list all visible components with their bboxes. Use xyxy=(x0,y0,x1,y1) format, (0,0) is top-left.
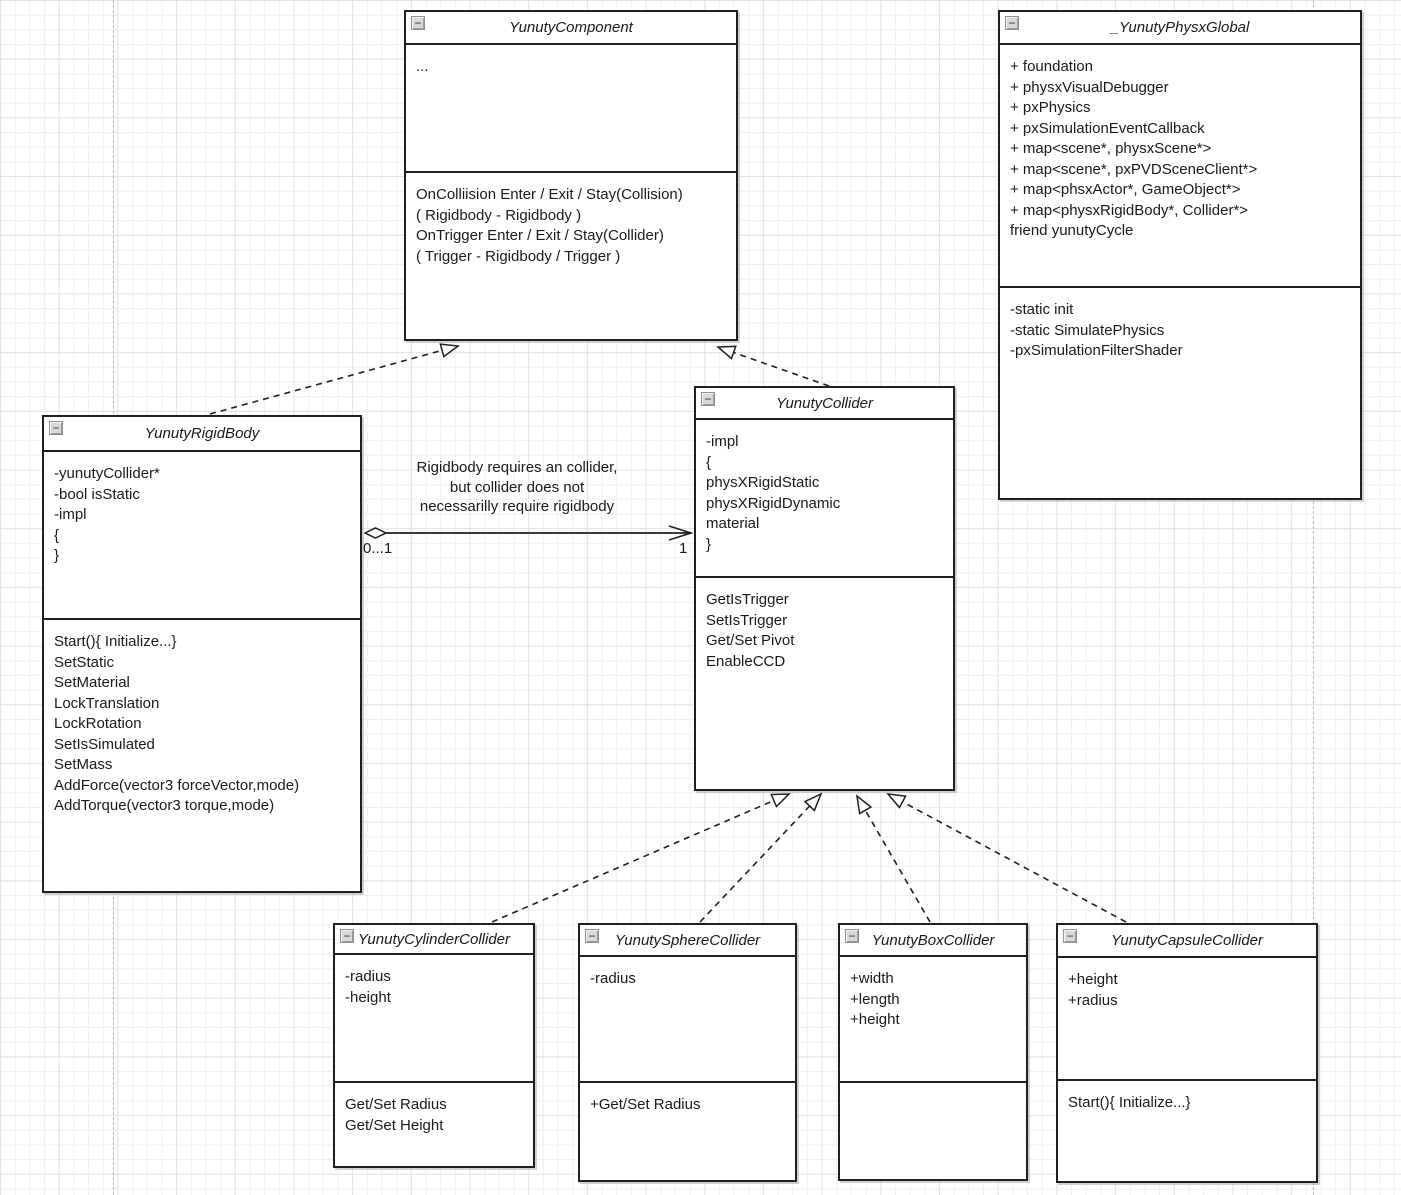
class-yunuty-rigid-body[interactable]: − YunutyRigidBody -yunutyCollider* -bool… xyxy=(42,415,362,893)
generalization-collider-to-component[interactable] xyxy=(716,345,830,387)
class-attributes: -yunutyCollider* -bool isStatic -impl { … xyxy=(44,452,360,620)
collapse-icon[interactable]: − xyxy=(1063,929,1077,943)
class-yunuty-box-collider[interactable]: − YunutyBoxCollider +width +length +heig… xyxy=(838,923,1028,1181)
class-title: _YunutyPhysxGlobal xyxy=(1110,19,1250,36)
class-methods: -static init -static SimulatePhysics -px… xyxy=(1010,301,1183,359)
generalization-box-to-collider[interactable] xyxy=(855,794,931,923)
collapse-icon[interactable]: − xyxy=(49,421,63,435)
class-attributes: +height +radius xyxy=(1058,958,1316,1081)
class-title: YunutyCollider xyxy=(776,394,873,412)
class-yunuty-cylinder-collider[interactable]: − YunutyCylinderCollider -radius -height… xyxy=(333,923,535,1168)
association-note: Rigidbody requires an collider, but coll… xyxy=(416,459,618,515)
class-yunuty-sphere-collider[interactable]: − YunutySphereCollider -radius +Get/Set … xyxy=(578,923,797,1182)
class-methods: Start(){ Initialize...} xyxy=(1068,1094,1191,1111)
class-title: YunutyRigidBody xyxy=(144,425,260,442)
collapse-icon[interactable]: − xyxy=(340,929,354,943)
generalization-capsule-to-collider[interactable] xyxy=(886,793,1127,923)
multiplicity-target: 1 xyxy=(679,540,688,557)
class-title: YunutyComponent xyxy=(509,19,633,36)
class-attributes: +width +length +height xyxy=(840,957,1026,1083)
class-attributes: -radius xyxy=(580,957,795,1083)
class-attributes: -radius -height xyxy=(335,955,533,1083)
collapse-icon[interactable]: − xyxy=(845,929,859,943)
class-attributes: + foundation + physxVisualDebugger + pxP… xyxy=(1000,45,1360,288)
class-title: YunutySphereCollider xyxy=(614,931,761,949)
class-methods: Start(){ Initialize...} SetStatic SetMat… xyxy=(54,633,300,814)
class-methods xyxy=(840,1083,1026,1179)
class-yunuty-component[interactable]: − YunutyComponent ... OnColliision Enter… xyxy=(404,10,738,341)
generalization-sphere-to-collider[interactable] xyxy=(699,792,823,923)
class-methods: OnColliision Enter / Exit / Stay(Collisi… xyxy=(416,186,683,265)
generalization-cylinder-to-collider[interactable] xyxy=(491,793,791,923)
class-header: − _YunutyPhysxGlobal xyxy=(1000,12,1360,45)
class-header: − YunutyComponent xyxy=(406,12,736,45)
class-methods: Get/Set Radius Get/Set Height xyxy=(345,1096,447,1134)
collapse-icon[interactable]: − xyxy=(1005,16,1019,30)
collapse-icon[interactable]: − xyxy=(701,392,715,406)
class-yunuty-collider[interactable]: − YunutyCollider -impl { physXRigidStati… xyxy=(694,386,955,791)
class-yunuty-capsule-collider[interactable]: − YunutyCapsuleCollider +height +radius … xyxy=(1056,923,1318,1183)
generalization-rigidbody-to-component[interactable] xyxy=(209,343,460,415)
class-header: − YunutyRigidBody xyxy=(44,417,360,452)
class-header: − YunutyCapsuleCollider xyxy=(1058,925,1316,958)
class-header: − YunutyCylinderCollider xyxy=(335,925,533,955)
class-yunuty-physx-global[interactable]: − _YunutyPhysxGlobal + foundation + phys… xyxy=(998,10,1362,500)
class-attributes: -impl { physXRigidStatic physXRigidDynam… xyxy=(696,420,953,578)
class-title: YunutyCapsuleCollider xyxy=(1110,932,1264,949)
collapse-icon[interactable]: − xyxy=(411,16,425,30)
class-methods: +Get/Set Radius xyxy=(590,1096,701,1113)
multiplicity-source: 0...1 xyxy=(363,540,393,557)
class-title: YunutyCylinderCollider xyxy=(357,930,510,948)
class-header: − YunutySphereCollider xyxy=(580,925,795,957)
class-header: − YunutyCollider xyxy=(696,388,953,420)
class-header: − YunutyBoxCollider xyxy=(840,925,1026,957)
collapse-icon[interactable]: − xyxy=(585,929,599,943)
class-attributes: ... xyxy=(406,45,736,173)
class-methods: GetIsTrigger SetIsTrigger Get/Set Pivot … xyxy=(706,591,795,670)
class-title: YunutyBoxCollider xyxy=(871,931,995,949)
page-break-line xyxy=(1313,0,1314,1195)
